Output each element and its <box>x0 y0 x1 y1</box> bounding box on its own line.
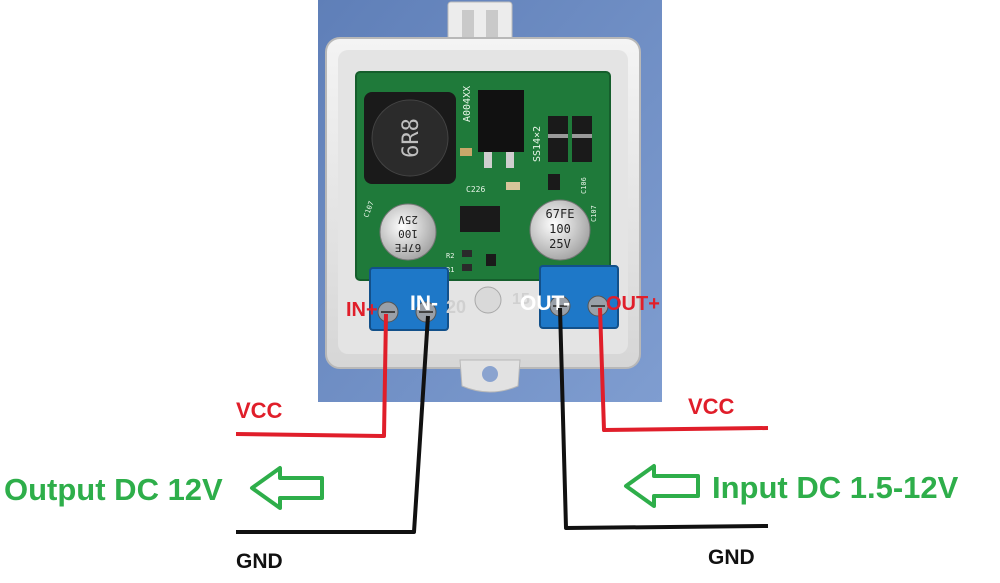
right-arrow-icon <box>624 464 700 508</box>
mounting-hole <box>474 286 502 314</box>
input-direction-label: Input DC 1.5-12V <box>712 470 959 505</box>
wire-left-gnd <box>236 315 430 534</box>
wire-left-vcc <box>235 313 388 438</box>
svg-text:100: 100 <box>398 227 418 240</box>
left-arrow-icon <box>250 466 324 510</box>
left-vcc-label: VCC <box>236 398 283 423</box>
schottky-diodes <box>548 116 592 162</box>
r1-label: R1 <box>446 266 454 274</box>
module-photo: 6R8 A004XX SS14×2 <box>318 0 662 402</box>
wire-right-gnd <box>558 307 769 530</box>
r2-label: R2 <box>446 252 454 260</box>
svg-text:25V: 25V <box>398 213 418 226</box>
case-number-20: 20 <box>446 297 466 317</box>
in-plus-label: IN+ <box>346 299 378 321</box>
model-label: A004XX <box>462 86 473 122</box>
c107-right-label: C107 <box>590 205 598 222</box>
smd-components <box>460 148 560 271</box>
capacitor-left: 67FE 100 25V <box>379 203 437 261</box>
wires <box>235 307 769 534</box>
output-direction-label: Output DC 12V <box>4 472 223 507</box>
regulator-ic <box>478 90 524 168</box>
svg-text:100: 100 <box>549 222 571 236</box>
inductor-label: 6R8 <box>399 118 424 158</box>
diode-label: SS14×2 <box>532 126 543 162</box>
right-gnd-label: GND <box>708 546 755 569</box>
svg-text:25V: 25V <box>549 237 571 251</box>
right-vcc-label: VCC <box>688 394 735 419</box>
svg-text:67FE: 67FE <box>546 207 575 221</box>
svg-text:67FE: 67FE <box>395 241 422 254</box>
case-number-15: 15 <box>512 291 530 308</box>
terminal-block-left <box>369 267 449 331</box>
in-minus-label: IN- <box>410 292 438 315</box>
left-gnd-label: GND <box>236 550 283 573</box>
out-minus-label: OUT- <box>520 292 570 315</box>
pcb-board: 6R8 A004XX SS14×2 <box>355 71 611 281</box>
c106-label: C106 <box>580 177 588 194</box>
out-plus-label: OUT+ <box>606 293 660 315</box>
top-mounting-tabs <box>447 1 513 43</box>
c226-label: C226 <box>466 185 485 194</box>
capacitor-right: 67FE 100 25V <box>529 199 591 261</box>
wire-right-vcc <box>598 307 769 432</box>
inductor: 6R8 <box>364 92 456 184</box>
